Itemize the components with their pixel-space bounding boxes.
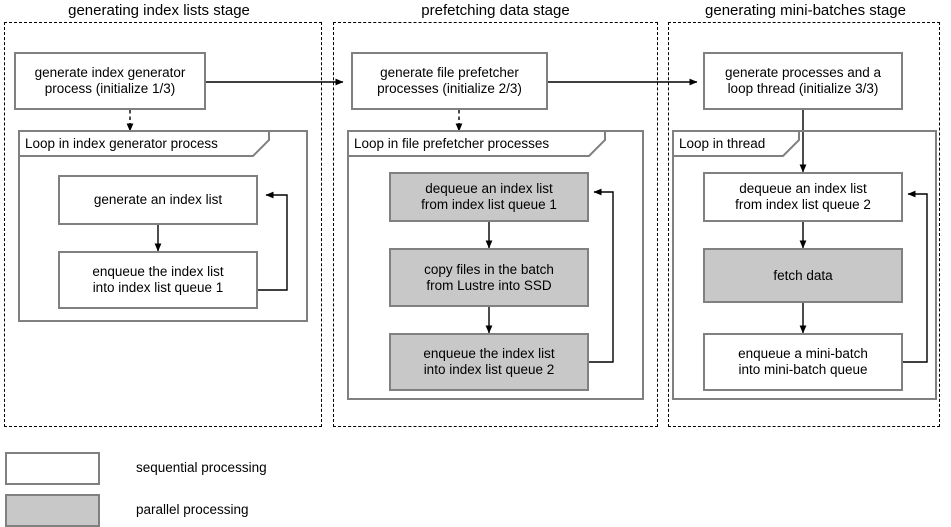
loop-label-file-prefetcher: Loop in file prefetcher processes — [347, 131, 606, 157]
box-dequeue-index-list-queue1[interactable]: dequeue an index list from index list qu… — [389, 172, 589, 222]
loop-label-text: Loop in thread — [679, 136, 766, 151]
box-line2: loop thread (initialize 3/3) — [727, 81, 879, 96]
box-line1: enqueue a mini-batch — [738, 346, 868, 361]
box-line1: copy files in the batch — [424, 261, 554, 277]
box-generate-processes-and-loop-thread[interactable]: generate processes and a loop thread (in… — [703, 52, 903, 110]
legend-label-sequential: sequential processing — [136, 460, 267, 475]
box-generate-file-prefetcher-processes[interactable]: generate file prefetcher processes (init… — [351, 52, 548, 110]
stage-title-prefetching-data: prefetching data stage — [421, 2, 570, 19]
box-enqueue-mini-batch[interactable]: enqueue a mini-batch into mini-batch que… — [703, 333, 903, 391]
box-line1: enqueue the index list — [92, 264, 224, 279]
stage-container-generating-mini-batches — [668, 22, 940, 427]
loop-label-text: Loop in file prefetcher processes — [354, 136, 550, 151]
box-generate-index-generator-process[interactable]: generate index generator process (initia… — [14, 52, 206, 110]
loop-frame-thread — [672, 130, 937, 400]
loop-label-text: Loop in index generator process — [25, 136, 218, 151]
legend-swatch-parallel — [5, 494, 100, 527]
box-enqueue-index-list-queue2[interactable]: enqueue the index list into index list q… — [389, 333, 589, 391]
legend-label-parallel: parallel processing — [136, 502, 249, 517]
box-line1: generate an index list — [93, 192, 223, 207]
box-line1: generate index generator — [34, 65, 186, 80]
box-dequeue-index-list-queue2[interactable]: dequeue an index list from index list qu… — [703, 172, 903, 222]
box-fetch-data[interactable]: fetch data — [703, 248, 903, 303]
box-line2: from index list queue 1 — [421, 197, 557, 212]
stage-container-prefetching-data — [333, 22, 658, 427]
box-line2: from Lustre into SSD — [426, 277, 552, 293]
arrow-s1-feedback — [258, 191, 288, 291]
arrow-s3-feedback — [903, 190, 928, 363]
box-line2: into mini-batch queue — [738, 362, 868, 377]
box-line1: dequeue an index list — [739, 181, 867, 196]
box-copy-files-lustre-to-ssd[interactable]: copy files in the batch from Lustre into… — [389, 248, 589, 307]
stage-container-generating-index-lists — [4, 22, 322, 427]
stage-title-generating-index-lists: generating index lists stage — [68, 2, 250, 19]
box-line2: process (initialize 1/3) — [44, 81, 176, 96]
box-line1: fetch data — [773, 267, 833, 283]
arrow-s2-feedback — [589, 188, 614, 363]
box-line1: dequeue an index list — [425, 181, 553, 196]
box-line1: generate file prefetcher — [380, 65, 519, 80]
stage-title-generating-mini-batches: generating mini-batches stage — [705, 2, 906, 19]
box-line2: into index list queue 2 — [423, 362, 555, 377]
box-line2: into index list queue 1 — [92, 280, 224, 295]
loop-label-index-generator: Loop in index generator process — [18, 131, 270, 157]
box-line2: from index list queue 2 — [735, 197, 871, 212]
box-generate-an-index-list[interactable]: generate an index list — [58, 175, 258, 225]
box-line1: enqueue the index list — [423, 346, 555, 361]
legend-swatch-sequential — [5, 452, 100, 485]
loop-label-thread: Loop in thread — [672, 131, 800, 157]
box-enqueue-index-list-queue1[interactable]: enqueue the index list into index list q… — [58, 251, 258, 309]
box-line2: processes (initialize 2/3) — [377, 81, 522, 96]
box-line1: generate processes and a — [724, 65, 882, 80]
